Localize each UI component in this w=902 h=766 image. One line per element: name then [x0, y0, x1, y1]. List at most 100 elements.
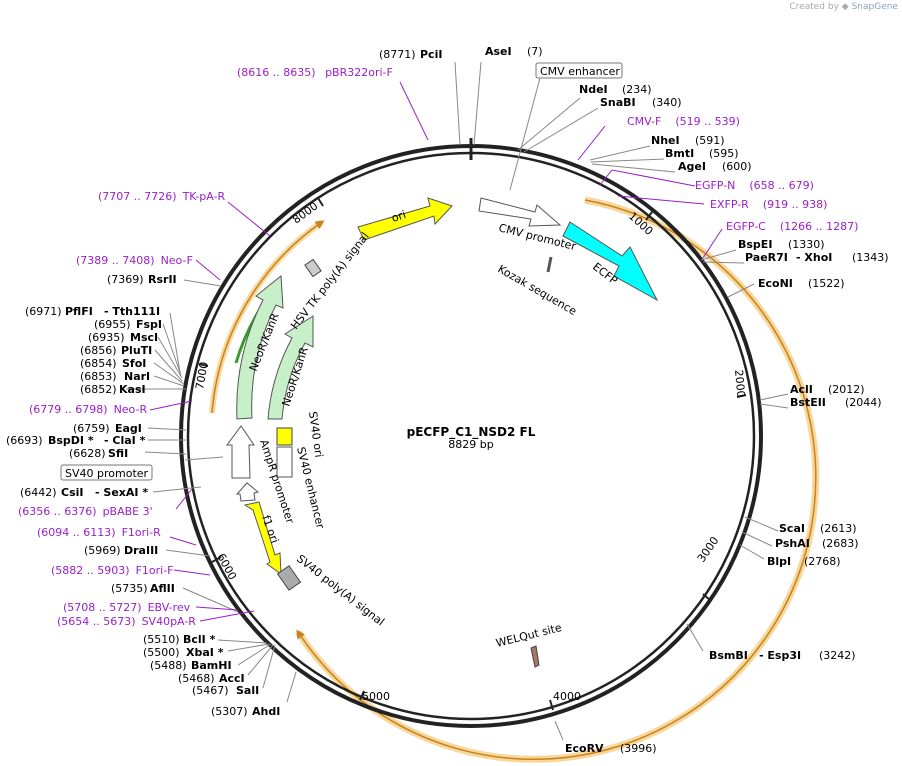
- primer-label: (8616 .. 8635) pBR322ori-F: [237, 66, 393, 79]
- enzyme-pos: (6442): [20, 486, 57, 499]
- enzyme-name: FspI: [136, 318, 162, 331]
- tick-marks: [198, 197, 747, 711]
- enzyme-name-2: - ClaI *: [104, 434, 146, 447]
- ampr-promoter-arrow[interactable]: [235, 482, 260, 502]
- neor-kanr-inner-arrow[interactable]: [267, 315, 314, 420]
- sv40-ori-label: SV40 ori: [306, 411, 325, 459]
- enzyme-name: PluTI: [121, 344, 152, 357]
- enzyme-name: AhdI: [252, 705, 280, 718]
- enzyme-leader-lines: [126, 61, 789, 741]
- enzyme-name: CsiI: [61, 486, 83, 499]
- tick-label: 2000: [732, 369, 747, 398]
- brand-logo-icon: ◆: [841, 2, 849, 12]
- welqut-label: WELQut site: [495, 621, 564, 650]
- enzyme-name: BlpI: [767, 555, 791, 568]
- primer-label: (6094 .. 6113)F1ori-R: [37, 526, 161, 539]
- enzyme-pos: (340): [652, 96, 682, 109]
- enzyme-pos: (7369): [107, 273, 144, 286]
- enzyme-name: BclI *: [183, 633, 216, 646]
- ecfp-nsd2-orf-line: [296, 199, 817, 761]
- enzyme-name: DraIII: [124, 544, 158, 557]
- enzyme-pos: (5307): [211, 705, 248, 718]
- tick-label: 4000: [553, 690, 581, 703]
- enzyme-pos: (2768): [804, 555, 841, 568]
- enzyme-pos: (7): [527, 45, 543, 58]
- sv40-promoter-arrow[interactable]: [226, 425, 255, 479]
- enzyme-name-2: - SexAI *: [95, 486, 148, 499]
- enzyme-name: MscI: [130, 331, 158, 344]
- cmv-promoter-arrow[interactable]: [478, 197, 562, 227]
- enzyme-pos: (1343): [852, 251, 889, 264]
- welqut-mark: [530, 645, 540, 668]
- ecfp-arrow[interactable]: [562, 221, 659, 302]
- enzyme-name: PshAI: [775, 537, 810, 550]
- ori-arrow[interactable]: [357, 197, 453, 241]
- enzyme-name: BamHI: [191, 659, 232, 672]
- enzyme-name: NdeI: [579, 83, 608, 96]
- sv40-ori-box[interactable]: [276, 427, 293, 446]
- ori-label: ori: [390, 208, 408, 225]
- enzyme-name: SnaBI: [600, 96, 636, 109]
- primer-label: (6356 .. 6376)pBABE 3': [18, 505, 153, 518]
- enzyme-name: PaeR7I: [745, 251, 788, 264]
- primer-label: CMV-F(519 .. 539): [627, 115, 740, 128]
- enzyme-pos: (6935): [88, 331, 125, 344]
- tick-label: 3000: [695, 534, 722, 564]
- enzyme-name: NheI: [651, 134, 680, 147]
- enzyme-pos: (1330): [788, 238, 825, 251]
- enzyme-name: PflFI: [65, 305, 93, 318]
- enzyme-name: EcoNI: [758, 277, 793, 290]
- primer-leader-lines: [149, 81, 723, 622]
- enzyme-pos: (5467): [192, 684, 229, 697]
- enzyme-name: BsmBI: [709, 649, 748, 662]
- hsv-tk-label: HSV TK poly(A) signal: [288, 230, 372, 332]
- sv40-polya-box[interactable]: [276, 565, 302, 591]
- primer-label: (5708 .. 5727)EBV-rev: [63, 601, 191, 614]
- neor-orf-line: [211, 220, 325, 414]
- primer-label: (5882 .. 5903)F1ori-F: [51, 564, 174, 577]
- enzyme-name: AflII: [150, 582, 175, 595]
- enzyme-pos: (6854): [80, 357, 117, 370]
- sv40-enhancer-label: SV40 enhancer: [294, 446, 327, 531]
- enzyme-name: BstEII: [790, 396, 826, 409]
- enzyme-name: EcoRV: [565, 742, 604, 755]
- primer-label: (5654 .. 5673)SV40pA-R: [57, 615, 196, 628]
- enzyme-pos: (3242): [819, 649, 856, 662]
- sv40-promoter-label: SV40 promoter: [65, 467, 149, 480]
- enzyme-pos: (234): [622, 83, 652, 96]
- snapgene-credit: Created by ◆ SnapGene: [789, 2, 898, 12]
- sv40-enhancer-box[interactable]: [276, 446, 293, 478]
- brand-name: SnapGene: [851, 2, 898, 12]
- enzyme-name-2: - Tth111I: [104, 305, 160, 318]
- enzyme-pos: (6971): [25, 305, 62, 318]
- primer-label: (6779 .. 6798)Neo-R: [29, 403, 147, 416]
- enzyme-name: AclI: [790, 383, 813, 396]
- enzyme-pos: (2044): [845, 396, 882, 409]
- primer-label: EGFP-C(1266 .. 1287): [726, 220, 858, 233]
- enzyme-name: AgeI: [678, 160, 706, 173]
- primer-label: EGFP-N(658 .. 679): [695, 179, 814, 192]
- enzyme-name: RsrII: [148, 273, 177, 286]
- tick-label: 7000: [193, 361, 211, 391]
- cmv-enhancer-box: [535, 62, 623, 79]
- sv40-polya-label: SV40 poly(A) signal: [294, 552, 387, 628]
- kozak-mark: [546, 256, 553, 273]
- enzyme-pos: (600): [722, 160, 752, 173]
- enzyme-pos: (6759): [73, 422, 110, 435]
- enzyme-name: BmtI: [665, 147, 694, 160]
- hsv-tk-polya-box[interactable]: [304, 258, 322, 278]
- enzyme-name: EagI: [115, 422, 142, 435]
- created-by-text: Created by: [789, 2, 839, 12]
- primer-label: (7389 .. 7408)Neo-F: [76, 254, 193, 267]
- kozak-label: Kozak sequence: [496, 262, 580, 318]
- enzyme-name: NarI: [124, 370, 150, 383]
- enzyme-pos: (5500): [143, 646, 180, 659]
- sv40-promoter-box: [60, 464, 153, 481]
- enzyme-pos: (2683): [822, 537, 859, 550]
- enzyme-name: BspEI: [738, 238, 772, 251]
- neor-kanr-outer-arrow[interactable]: [236, 275, 284, 420]
- enzyme-name: XbaI *: [186, 646, 224, 659]
- enzyme-pos: (1522): [808, 277, 845, 290]
- enzyme-pos: (595): [709, 147, 739, 160]
